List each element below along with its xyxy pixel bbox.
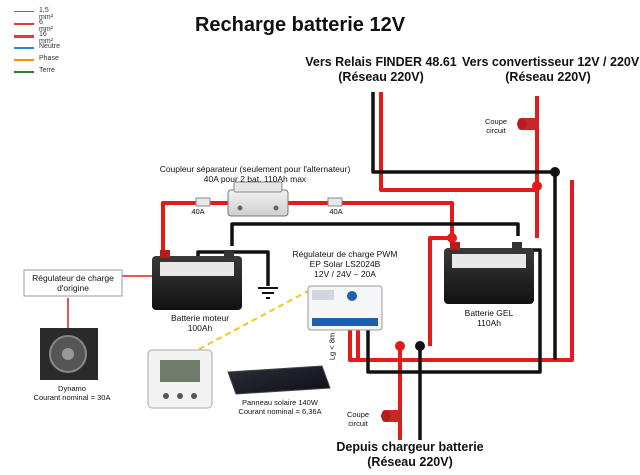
panel-label: Panneau solaire 140W Courant nominal = 6… [230,398,330,416]
panel-line1: Panneau solaire 140W [242,398,318,407]
pwm-line2: EP Solar LS2024B [309,259,381,269]
dynamo-label: Dynamo Courant nominal = 30A [20,384,124,402]
coupler-label: Coupleur séparateur (seulement pour l'al… [150,164,360,184]
battery-motor-line1: Batterie moteur [170,313,230,323]
legend-label: Phase [39,55,59,62]
charger-label: Depuis chargeur batterie (Réseau 220V) [330,440,490,470]
junction-dots [395,167,560,351]
relay-label: Vers Relais FINDER 48.61 (Réseau 220V) [292,55,470,85]
regulator-origin-box [23,269,123,297]
regulator-origin-label: Régulateur de charge d'origine [24,273,122,293]
legend-label: Neutre [39,43,61,50]
battery-motor-label: Batterie moteur 100Ah [158,313,242,333]
battery-gel-label: Batterie GEL 110Ah [446,308,532,328]
legend-label: Terre [39,67,55,74]
pwm-label: Régulateur de charge PWM EP Solar LS2024… [286,249,404,279]
wire-gel-negative [230,222,520,246]
coupe-top-line2: circuit [486,126,506,135]
legend-label: 16 mm² [39,31,53,45]
legend-swatch [14,59,34,61]
pwm-line1: Régulateur de charge PWM [292,249,398,259]
circuit-breaker-icon [517,118,538,130]
remote-meter [147,349,213,409]
fuse-right-label: 40A [329,207,343,216]
dynamo-line1: Dynamo [58,384,86,393]
battery-motor-line2: 100Ah [187,323,213,333]
regulator-origin-line2: d'origine [57,283,89,293]
pwm-line3: 12V / 24V – 20A [314,269,376,279]
legend-swatch [14,71,34,73]
charger-line1: Depuis chargeur batterie [336,440,484,454]
fuse-icon [195,197,211,207]
fuse-left-label: 40A [191,207,205,216]
converter-label-line1: Vers convertisseur 12V / 220V [462,55,640,69]
battery-gel-line1: Batterie GEL [464,308,514,318]
converter-label-line2: (Réseau 220V) [505,70,591,84]
positive-wires [161,92,574,440]
panel-line2: Courant nominal = 6,36A [238,407,322,416]
junction-dot [415,341,425,351]
solar-panel [227,365,331,395]
legend-swatch [14,11,34,12]
coupler-label-line1: Coupleur séparateur (seulement pour l'al… [159,164,351,174]
wire-relay-positive [379,92,537,192]
dynamo-image [40,328,98,380]
battery-gel [444,242,534,304]
battery-gel-line2: 110Ah [477,318,501,328]
regulator-origin-line1: Régulateur de charge [32,273,114,283]
legend-label: 1,5 mm² [39,7,53,21]
charger-line2: (Réseau 220V) [367,455,453,469]
legend-swatch [14,35,34,38]
coupe-circuit-top-label: Coupe circuit [476,117,516,135]
wire-bottom-loop-positive [348,180,574,362]
battery-motor [152,250,242,310]
ground-icon [258,287,278,299]
relay-label-line2: (Réseau 220V) [338,70,424,84]
junction-dot [395,341,405,351]
page-title: Recharge batterie 12V [194,14,406,36]
coupe-bottom-line1: Coupe [346,410,370,419]
coupe-bottom-line2: circuit [348,419,368,428]
legend-swatch [14,23,34,25]
legend-swatch [14,47,34,49]
coupe-circuit-bottom-label: Coupe circuit [338,410,378,428]
coupler-label-line2: 40A pour 2 bat. 110Ah max [203,174,307,184]
dynamo-line2: Courant nominal = 30A [33,393,111,402]
junction-dot [550,167,560,177]
converter-label: Vers convertisseur 12V / 220V (Réseau 22… [462,55,640,85]
pwm-regulator [307,285,383,331]
fuse-icon [327,197,343,207]
wire-gel-to-loop [428,186,539,346]
wire-coupler-to-gel [288,201,454,236]
circuit-breaker-icon [381,410,402,422]
coupe-top-line1: Coupe [484,117,508,126]
junction-dot [447,233,457,243]
relay-label-line1: Vers Relais FINDER 48.61 [305,55,457,69]
coupler-device [227,181,289,217]
wire-relay-negative [371,92,557,360]
cable-length-label: Lg < 8m [327,332,337,361]
legend-label: 6 mm² [39,19,53,33]
junction-dot [532,181,542,191]
